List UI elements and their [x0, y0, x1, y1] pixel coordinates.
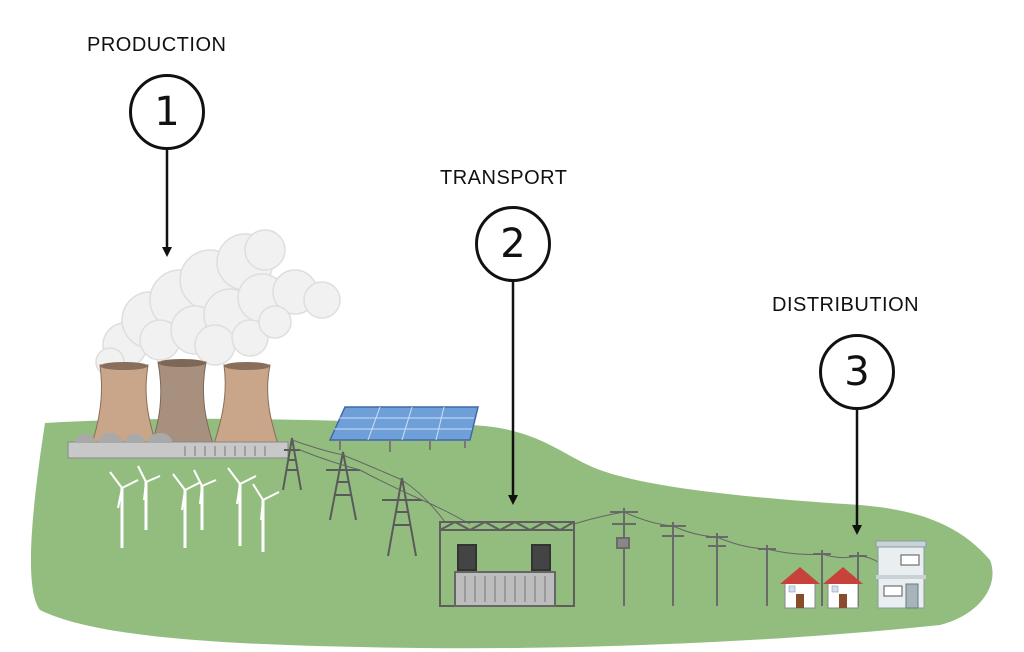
wind-turbine-icon [172, 473, 202, 548]
wind-turbine-icon [137, 465, 161, 530]
wind-turbine-icon [227, 467, 257, 546]
power-plant [67, 359, 289, 459]
step-circle-1: 1 [129, 74, 205, 150]
pylon-icon [282, 437, 302, 491]
ground-landscape [30, 418, 993, 649]
step-circle-3: 3 [819, 334, 895, 410]
cooling-tower-icon [211, 364, 281, 451]
label-production: PRODUCTION [87, 34, 227, 56]
step-arrows [162, 150, 862, 535]
house-icon [823, 567, 863, 609]
wind-turbine-icon [109, 471, 139, 548]
wind-turbine-icon [193, 469, 217, 530]
transmission-lines [282, 437, 471, 557]
smoke-clouds [95, 229, 341, 377]
house-icon [780, 567, 820, 609]
pylon-icon [326, 451, 360, 521]
distribution-poles [573, 508, 879, 606]
label-transport: TRANSPORT [440, 167, 568, 189]
wind-farm [109, 465, 280, 552]
step-circle-2: 2 [475, 206, 551, 282]
label-distribution: DISTRIBUTION [772, 294, 920, 316]
wind-turbine-icon [252, 483, 280, 552]
apartment-building-icon [875, 540, 927, 609]
solar-panel-icon [328, 406, 479, 452]
pylon-icon [382, 477, 422, 557]
utility-pole-icon [610, 508, 638, 606]
substation-icon [439, 520, 575, 607]
